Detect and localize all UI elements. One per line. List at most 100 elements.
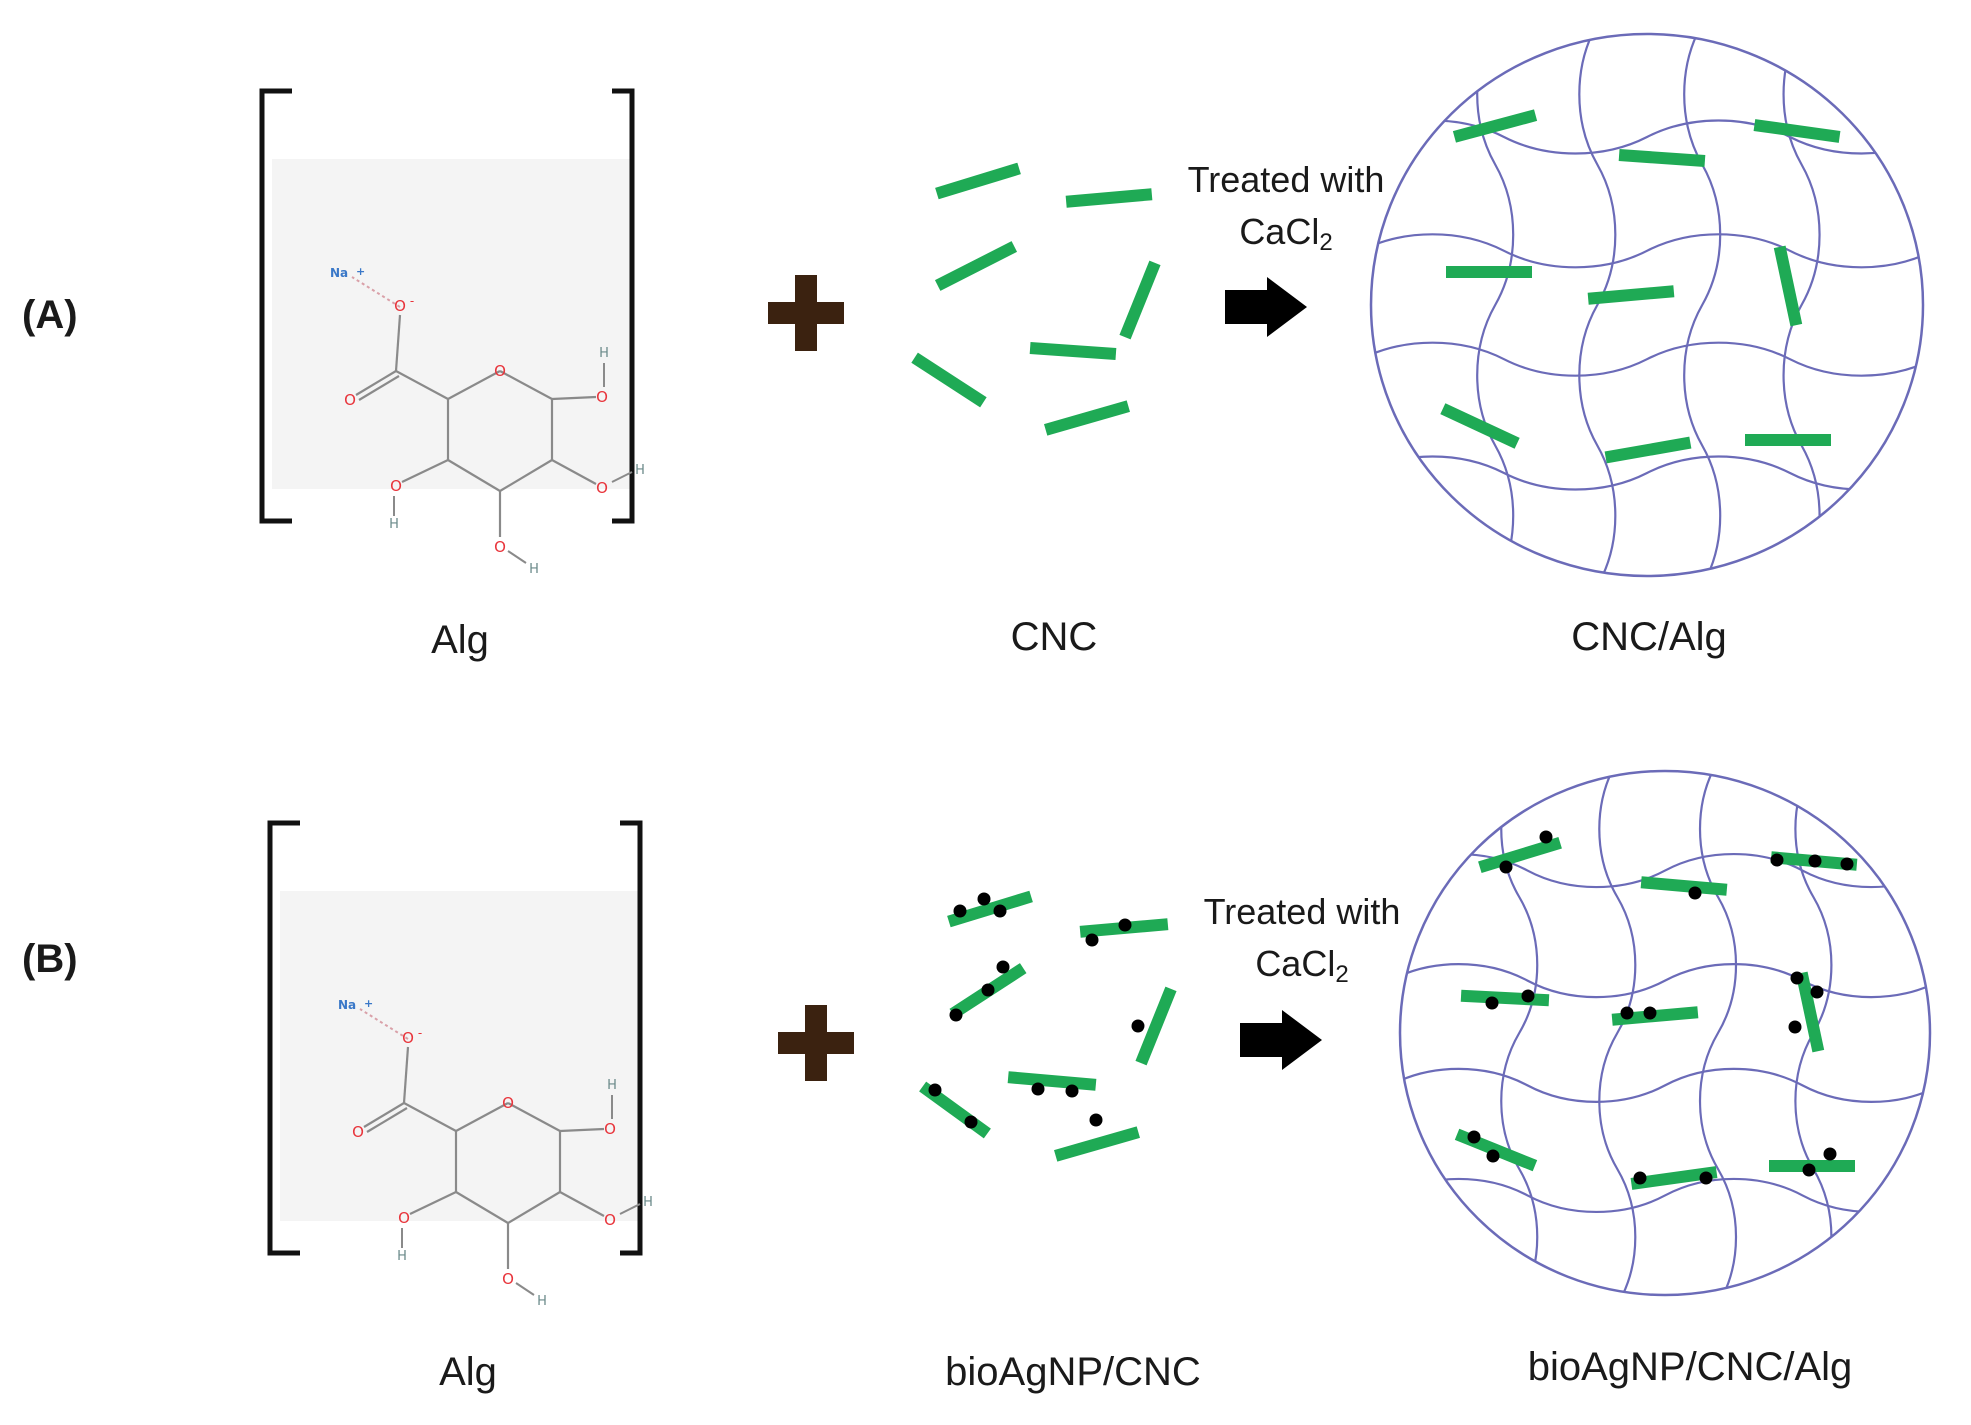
panel-label: (A) <box>22 293 78 337</box>
o-h-bond <box>619 1203 641 1215</box>
cnc-rod <box>1478 836 1562 874</box>
cnc-rod <box>1753 119 1841 143</box>
silver-nanoparticle <box>1499 860 1513 874</box>
ring-bond <box>499 370 553 400</box>
o-h-bond <box>515 1282 535 1296</box>
embedded-rods <box>1454 830 1858 1190</box>
c1-oh-bond <box>551 395 597 401</box>
hydrogel-bead-outline <box>1369 32 1925 578</box>
molecule-background <box>272 159 634 489</box>
cnc-rod <box>1440 403 1520 449</box>
c3-oxygen: O <box>502 1270 514 1288</box>
c2-hydrogen: H <box>643 1195 653 1210</box>
right-bracket <box>612 88 635 524</box>
embedded-rods <box>1440 109 1841 464</box>
cnc-rod <box>1135 986 1177 1066</box>
ring-bond <box>447 459 501 492</box>
cnc-rod <box>1452 109 1538 143</box>
product-label: CNC/Alg <box>1571 615 1727 659</box>
carbonyl-oxygen: O <box>352 1123 364 1141</box>
molecule-bonds <box>363 1046 605 1269</box>
network-strand <box>1400 1067 1930 1103</box>
network-strand <box>1476 34 1515 576</box>
cnc-rod <box>1029 342 1117 360</box>
silver-nanoparticle <box>1770 853 1784 867</box>
reactant-label: Alg <box>431 618 489 662</box>
c3-oxygen: O <box>494 538 506 556</box>
sodium-atom: Na <box>338 998 356 1012</box>
c3-hydrogen: H <box>529 562 539 577</box>
cnc-rod <box>1119 260 1161 340</box>
silver-nanoparticle <box>1118 918 1132 932</box>
silver-nanoparticle <box>1521 989 1535 1003</box>
network-strand <box>1371 341 1923 377</box>
sodium-atom: Na <box>330 266 348 280</box>
cnc-rod <box>934 241 1018 291</box>
c1-hydrogen: H <box>607 1078 617 1093</box>
silver-nanoparticle <box>1486 1149 1500 1163</box>
ring-oxygen: O <box>494 362 506 380</box>
silver-nanoparticle <box>1802 1163 1816 1177</box>
network-strand <box>1371 455 1923 491</box>
network-strand <box>1500 771 1539 1295</box>
carbonyl-oxygen: O <box>344 391 356 409</box>
network-strand <box>1400 853 1930 889</box>
network-strand <box>1400 963 1930 999</box>
cnc-rod <box>1604 436 1692 464</box>
silver-nanoparticle <box>1788 1020 1802 1034</box>
c4-oh-bond <box>401 459 449 483</box>
ring-bond <box>447 370 501 400</box>
c1-hydrogen: H <box>599 346 609 361</box>
cnc-rod <box>1065 188 1153 208</box>
c3-hydrogen: H <box>537 1294 547 1309</box>
silver-nanoparticle <box>1840 857 1854 871</box>
silver-nanoparticle <box>1539 830 1553 844</box>
carbonyl-bond <box>363 1102 405 1128</box>
cnc-rod <box>1007 1071 1097 1091</box>
silver-nanoparticle <box>1643 1006 1657 1020</box>
silver-nanoparticle <box>996 960 1010 974</box>
c4-oh-bond <box>409 1191 457 1215</box>
network-strand <box>1371 119 1923 155</box>
reaction-arrow-icon <box>1240 1010 1322 1070</box>
product-label: bioAgNP/CNC/Alg <box>1528 1345 1853 1389</box>
hydrogel-bead <box>1398 769 1932 1297</box>
left-bracket <box>267 820 300 1256</box>
filler-rods <box>911 162 1161 436</box>
polymer-network <box>1371 34 1923 576</box>
right-bracket <box>620 820 643 1256</box>
network-strand <box>1578 34 1617 576</box>
sodium-charge: + <box>364 997 373 1010</box>
cnc-rod <box>1795 971 1825 1053</box>
carboxyl-bond <box>403 1102 457 1132</box>
ring-bond <box>507 1191 561 1224</box>
plus-horizontal <box>778 1032 854 1054</box>
carboxylate-oxygen: O <box>394 297 406 315</box>
c1-oxygen: O <box>596 388 608 406</box>
carbonyl-bond-2 <box>366 1107 408 1133</box>
o-h-bond <box>507 550 527 564</box>
treatment-text: Treated with <box>1204 891 1401 932</box>
silver-nanoparticle <box>1485 996 1499 1010</box>
ring-bond <box>499 459 553 492</box>
filler-label: bioAgNP/CNC <box>945 1350 1201 1394</box>
cnc-rod <box>1044 400 1130 436</box>
c4-oxygen: O <box>398 1209 410 1227</box>
silver-nanoparticle <box>1065 1084 1079 1098</box>
network-strand <box>1400 1177 1930 1213</box>
ring-bond <box>455 1102 509 1132</box>
negative-charge: - <box>410 294 414 308</box>
carbonyl-bond-2 <box>358 375 400 401</box>
network-strand <box>1598 771 1637 1295</box>
silver-nanoparticle <box>981 983 995 997</box>
silver-nanoparticle <box>1688 886 1702 900</box>
network-strand <box>1699 771 1737 1295</box>
hydrogel-bead <box>1369 32 1925 578</box>
carboxyl-bond <box>395 370 449 400</box>
c2-hydrogen: H <box>635 463 645 478</box>
filler-rods <box>919 890 1177 1162</box>
reaction-arrow-icon <box>1225 277 1307 337</box>
